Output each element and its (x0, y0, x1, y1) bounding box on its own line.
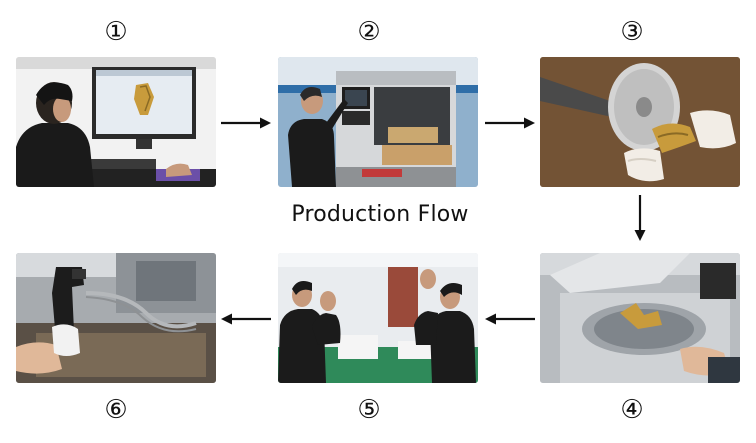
photo-step-2-cnc-machining (278, 57, 478, 187)
arrow-4-to-5 (484, 312, 536, 326)
step-number-2: ② (357, 17, 381, 47)
arrow-1-to-2 (220, 116, 272, 130)
photo-step-5-assembly (278, 253, 478, 383)
step-number-6: ⑥ (104, 395, 128, 425)
step-number-1: ① (104, 17, 128, 47)
photo-step-1-cad-design (16, 57, 216, 187)
step-number-4: ④ (620, 395, 644, 425)
arrow-5-to-6 (220, 312, 272, 326)
photo-step-3-polishing (540, 57, 740, 187)
photo-step-6-testing (16, 253, 216, 383)
arrow-2-to-3 (484, 116, 536, 130)
step-number-5: ⑤ (357, 395, 381, 425)
diagram-title: Production Flow (291, 202, 469, 227)
step-number-3: ③ (620, 17, 644, 47)
arrow-3-to-4 (633, 194, 647, 242)
photo-step-4-inspection (540, 253, 740, 383)
